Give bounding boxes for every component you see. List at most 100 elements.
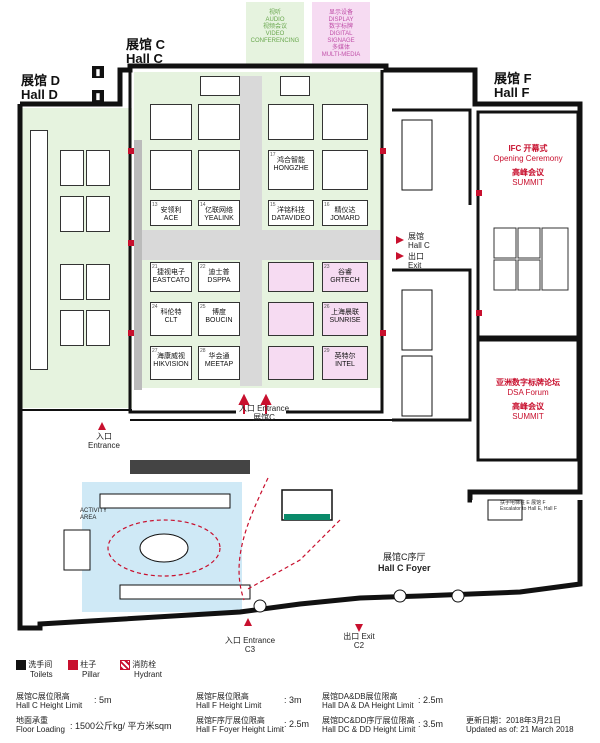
legend-line: DISPLAY [328, 17, 354, 23]
booth[interactable]: 13 安领利 ACE [150, 200, 192, 226]
limit-cn: 展馆C展位限高 [16, 692, 70, 701]
pillar [380, 330, 386, 336]
legend-line: 多媒体 [331, 45, 350, 51]
updated-cn: 更新日期：2018年3月21日 [466, 716, 562, 725]
legend-line: 视听 [268, 10, 281, 16]
booth-en: DSPPA [207, 277, 231, 284]
hall-d-entrance[interactable]: 入口 Entrance [86, 432, 122, 450]
booth-number: 17 [270, 152, 276, 158]
booth[interactable]: 29 英特尔 INTEL [322, 346, 368, 380]
booth[interactable] [198, 104, 240, 140]
booth[interactable]: 28 华会通 MEETAP [198, 346, 240, 380]
dsa-forum-room[interactable]: 亚洲数字标牌论坛 DSA Forum 高峰会议 SUMMIT [478, 378, 578, 422]
booth[interactable] [86, 264, 110, 300]
to-hall-c-sign[interactable]: 展馆 Hall C [408, 232, 430, 250]
limit-hall-da-db: 展馆DA&DB展位限高 Hall DA & DA Height Limit [322, 692, 414, 710]
entrance-sub: Entrance [87, 441, 121, 450]
booth-number: 22 [200, 264, 206, 270]
booth[interactable] [268, 346, 314, 380]
exit-right-cn: 出口 [408, 252, 424, 261]
booth[interactable] [268, 104, 314, 140]
hall-c-entrance[interactable]: 入口 Entrance 展馆C [236, 404, 292, 422]
hydrant-en: Hydrant [134, 670, 163, 679]
limit-cn: 展馆F展位限高 [196, 692, 249, 701]
booth-en: JOMARD [330, 215, 360, 222]
booth[interactable] [200, 76, 240, 96]
booth-en: CLT [164, 317, 178, 324]
entrance-sub: C3 [244, 645, 256, 654]
hall-c-label: 展馆 C Hall C [126, 38, 165, 66]
booth[interactable] [322, 150, 368, 190]
limit-cn: 展馆F序厅展位限高 [196, 716, 265, 725]
to-hall-c-en: Hall C [408, 241, 430, 250]
foyer-cn: 展馆C序厅 [383, 552, 426, 562]
booth-en: HONGZHE [273, 165, 309, 172]
booth[interactable]: 21 捷视电子 EASTCATO [150, 262, 192, 292]
booth-number: 25 [200, 304, 206, 310]
booth[interactable] [30, 130, 48, 370]
activity-area-label: ACTIVITY AREA [80, 508, 107, 522]
booth[interactable] [150, 104, 192, 140]
entrance-label: 入口 Entrance [224, 636, 276, 645]
booth-cn: 捷视电子 [157, 269, 185, 276]
hydrant-icon [120, 660, 130, 670]
booth[interactable]: 14 亿联网络 YEALINK [198, 200, 240, 226]
dsa-en: DSA Forum [507, 388, 549, 397]
hall-c-en: Hall C [126, 51, 163, 66]
booth[interactable] [86, 310, 110, 346]
hall-f-cn: 展馆 F [494, 71, 532, 86]
booth[interactable]: 16 精仪达 JOMARD [322, 200, 368, 226]
pillar-cn: 柱子 [80, 660, 97, 670]
booth[interactable] [60, 150, 84, 186]
limit-cn: 展馆DA&DB展位限高 [322, 692, 398, 701]
booth[interactable]: 23 谷睿 GRTECH [322, 262, 368, 292]
entrance-c3[interactable]: 入口 Entrance C3 [222, 636, 278, 654]
booth[interactable]: 15 洋铭科技 DATAVIDEO [268, 200, 314, 226]
hydrant-cn: 消防栓 [132, 660, 157, 670]
limit-value: : 1500公斤kg/ 平方米sqm [70, 721, 172, 731]
opening-ceremony-room[interactable]: IFC 开幕式 Opening Ceremony 高峰会议 SUMMIT [478, 144, 578, 188]
limit-value: : 3.5m [418, 719, 444, 729]
booth[interactable]: 22 迪士普 DSPPA [198, 262, 240, 292]
toilets-cn: 洗手间 [28, 660, 53, 670]
booth[interactable] [60, 264, 84, 300]
entrance-sub: 展馆C [253, 413, 275, 422]
booth[interactable]: 24 科伦特 CLT [150, 302, 192, 336]
hall-d-label: 展馆 D Hall D [21, 74, 60, 102]
booth[interactable] [280, 76, 310, 96]
booth[interactable] [268, 302, 314, 336]
toilets-en: Toilets [30, 670, 53, 679]
booth[interactable] [60, 310, 84, 346]
limit-hall-f-foyer: 展馆F序厅展位限高 Hall F Foyer Height Limit [196, 716, 284, 734]
booth[interactable]: 17 鸿合智能 HONGZHE [268, 150, 314, 190]
booth[interactable] [268, 262, 314, 292]
escalator-cn: 扶手电梯往 E 展馆 F [500, 500, 546, 506]
booth[interactable] [60, 196, 84, 232]
legend-line: AUDIO [265, 17, 285, 23]
legend-line: MULTI-MEDIA [321, 52, 361, 58]
summit1-cn: 高峰会议 [512, 168, 544, 177]
legend-line: 显示设备 [328, 10, 353, 16]
booth-en: HIKVISION [153, 361, 189, 368]
booth[interactable]: 27 海康威视 HIKVISION [150, 346, 192, 380]
legend-line: VIDEO [265, 31, 285, 37]
booth[interactable] [86, 150, 110, 186]
exit-right-sign[interactable]: 出口 Exit [408, 252, 424, 270]
exit-label: 出口 Exit [343, 632, 375, 641]
booth[interactable] [198, 150, 240, 190]
hall-f-en: Hall F [494, 85, 530, 100]
entrance-label: 入口 Entrance [238, 404, 290, 413]
to-hall-c-cn: 展馆 [408, 232, 424, 241]
exit-c2[interactable]: 出口 Exit C2 [336, 632, 382, 650]
limit-en: Hall F Foyer Height Limit [196, 725, 285, 734]
legend-line: DIGITAL [329, 31, 353, 37]
limit-en: Floor Loading [16, 725, 65, 734]
limit-hall-f: 展馆F展位限高 Hall F Height Limit [196, 692, 261, 710]
booth[interactable]: 25 博度 BOUCIN [198, 302, 240, 336]
booth-en: DATAVIDEO [271, 215, 311, 222]
booth-en: EASTCATO [152, 277, 190, 284]
booth[interactable]: 26 上海晨联 SUNRISE [322, 302, 368, 336]
booth[interactable] [150, 150, 192, 190]
booth[interactable] [322, 104, 368, 140]
booth[interactable] [86, 196, 110, 232]
